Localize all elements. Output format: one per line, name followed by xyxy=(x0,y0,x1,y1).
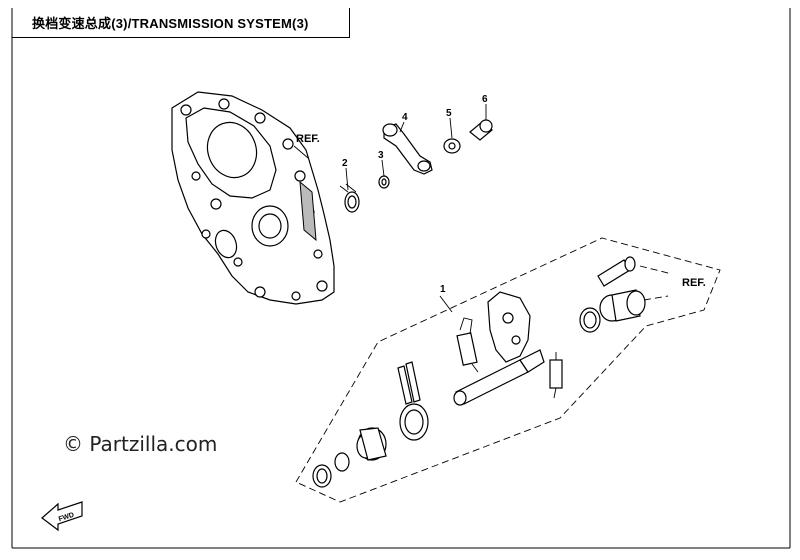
tension-spring-upper xyxy=(456,317,479,373)
ref-label-right: REF. xyxy=(682,277,706,289)
title-frame xyxy=(12,8,350,38)
collar xyxy=(356,427,387,461)
part-3-washer xyxy=(378,175,390,189)
leader-3 xyxy=(381,159,385,177)
page-title: 换档变速总成(3)/TRANSMISSION SYSTEM(3) xyxy=(32,16,309,31)
fwd-arrow-icon: FWD xyxy=(41,501,83,532)
fwd-label: FWD xyxy=(58,512,75,524)
transmission-cover-plate xyxy=(171,91,335,305)
callout-6: 6 xyxy=(482,94,488,105)
circlip xyxy=(334,452,350,472)
part-6-bolt xyxy=(469,119,493,141)
shift-shaft xyxy=(453,349,545,406)
leader-2 xyxy=(345,167,349,191)
leader-ref-right-upper xyxy=(639,265,673,275)
washer-front xyxy=(312,464,332,488)
leader-5 xyxy=(449,117,453,139)
pivot-stud xyxy=(597,256,636,287)
callout-4: 4 xyxy=(402,112,408,123)
callout-3: 3 xyxy=(378,150,384,161)
assembly-1-outline xyxy=(295,237,721,503)
part-2-spring xyxy=(339,183,360,213)
callout-5: 5 xyxy=(446,108,452,119)
leader-1 xyxy=(439,295,453,313)
callout-1: 1 xyxy=(440,284,446,295)
callout-2: 2 xyxy=(342,158,348,169)
torsion-spring-large xyxy=(397,361,429,441)
leader-ref-right-lower xyxy=(643,295,669,301)
leader-4 xyxy=(399,121,405,133)
part-4-lever-arm xyxy=(382,123,433,175)
oil-seal xyxy=(579,307,601,333)
shift-plate xyxy=(487,291,531,363)
part-5-washer xyxy=(443,138,461,154)
watermark: © Partzilla.com xyxy=(63,432,218,456)
leader-ref-top xyxy=(293,145,309,159)
ref-label-top: REF. xyxy=(296,133,320,145)
needle-bearing xyxy=(599,289,646,322)
tension-spring-lower xyxy=(549,352,563,399)
